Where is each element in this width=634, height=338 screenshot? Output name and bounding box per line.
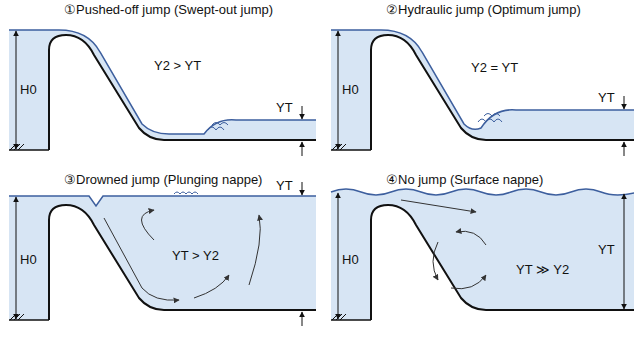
dimension-label: YT: [598, 90, 615, 105]
depth-relation: YT > Y2: [172, 248, 219, 263]
dimension-label: YT: [598, 242, 615, 257]
depth-relation: YT ≫ Y2: [516, 262, 569, 277]
dimension-label: H0: [20, 252, 37, 267]
dimension-label: YT: [276, 100, 293, 115]
depth-relation: Y2 > YT: [154, 58, 201, 73]
panel-title: ②Hydraulic jump (Optimum jump): [386, 2, 581, 17]
dimension-label: H0: [342, 252, 359, 267]
dimension-label: H0: [20, 82, 37, 97]
dimension-label: H0: [342, 82, 359, 97]
panel-title: ③Drowned jump (Plunging nappe): [64, 172, 262, 187]
depth-relation: Y2 = YT: [471, 60, 518, 75]
dimension-label: YT: [276, 178, 293, 193]
panel-title: ④No jump (Surface nappe): [386, 172, 543, 187]
panel-title: ①Pushed-off jump (Swept-out jump): [64, 2, 273, 17]
